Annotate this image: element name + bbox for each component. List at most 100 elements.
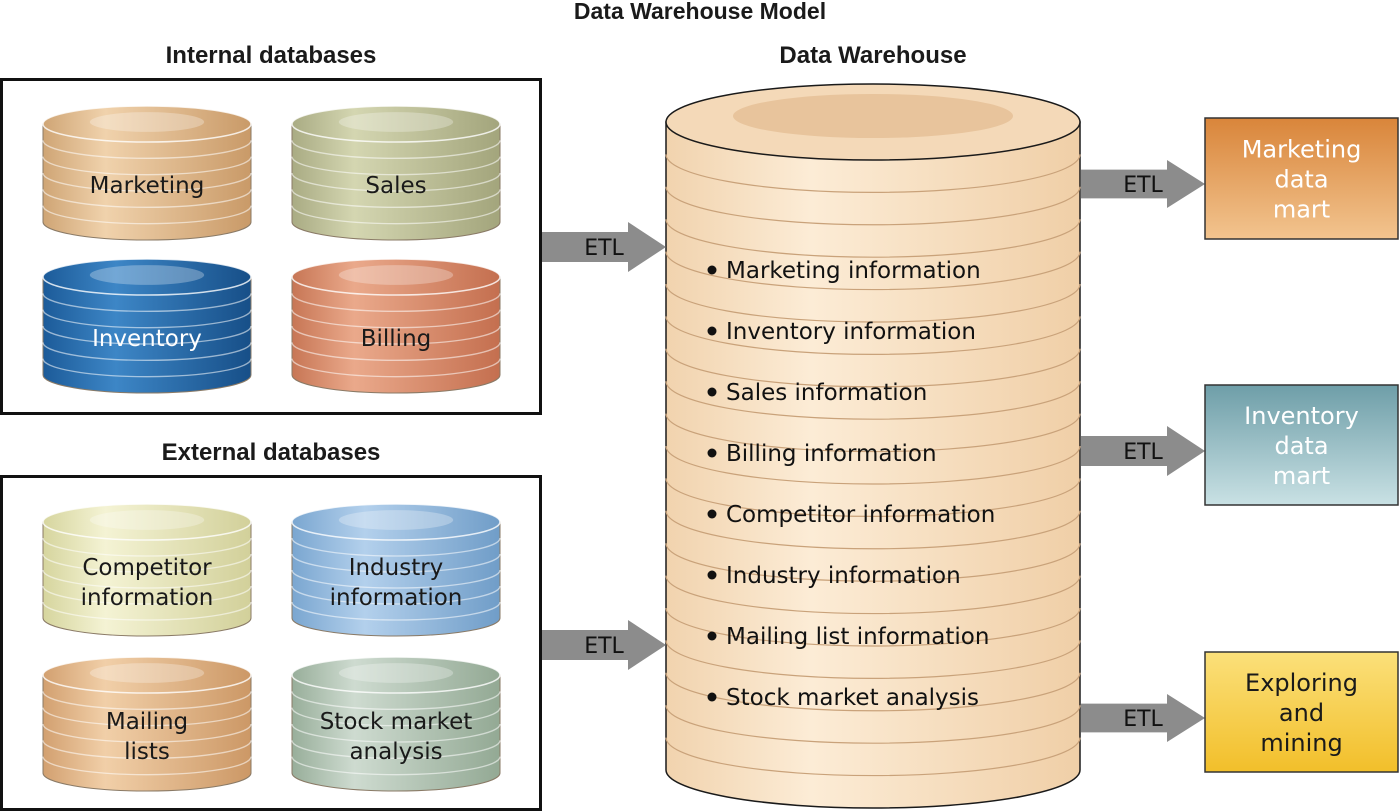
cylinder-band xyxy=(291,189,501,208)
data-mart-label: and xyxy=(1279,699,1324,727)
warehouse-band xyxy=(665,543,1081,582)
cylinder-band xyxy=(42,585,252,605)
database-competitor: Competitor information xyxy=(42,503,252,637)
data-mart-label: Marketing xyxy=(1242,136,1362,164)
cylinder-band xyxy=(42,140,252,159)
cylinder-band xyxy=(42,707,252,727)
database-label: Marketing xyxy=(90,173,205,199)
cylinder-band xyxy=(42,358,252,378)
database-label: Stock market xyxy=(320,709,473,735)
database-label: Sales xyxy=(365,173,426,199)
bullet xyxy=(707,265,717,275)
etl-label: ETL xyxy=(1123,440,1163,465)
diagram-title: Data Warehouse Model xyxy=(574,0,826,24)
warehouse-band xyxy=(665,219,1081,258)
warehouse-band xyxy=(665,672,1081,712)
warehouse-item: Inventory information xyxy=(726,319,976,345)
warehouse-band xyxy=(665,186,1081,226)
cylinder-band xyxy=(291,553,501,573)
warehouse-band xyxy=(665,705,1081,744)
cylinder-band xyxy=(42,601,252,621)
warehouse-top-highlight xyxy=(733,94,1013,138)
warehouse-band xyxy=(665,283,1081,323)
database-stock: Stock market analysis xyxy=(291,656,501,792)
cylinder-band xyxy=(291,707,501,727)
cylinder-band xyxy=(291,756,501,776)
etl-label: ETL xyxy=(584,634,624,659)
data-mart-label: mart xyxy=(1273,196,1330,224)
warehouse-item: Industry information xyxy=(726,563,961,589)
cylinder-body xyxy=(291,521,501,637)
cylinder-band xyxy=(291,740,501,759)
warehouse-body xyxy=(665,121,1081,809)
warehouse-band xyxy=(665,575,1081,615)
data-warehouse-title: Data Warehouse xyxy=(779,42,966,69)
cylinder-body xyxy=(42,521,252,637)
database-label: analysis xyxy=(349,739,442,765)
cylinder-band xyxy=(42,756,252,776)
cylinder-top xyxy=(42,656,252,694)
warehouse-item: Billing information xyxy=(726,441,937,467)
cylinder-band xyxy=(42,325,252,345)
internal-databases-title: Internal databases xyxy=(166,42,377,69)
cylinder-band xyxy=(291,156,501,176)
cylinder-top xyxy=(291,503,501,541)
cylinder-top-highlight xyxy=(89,112,205,132)
cylinder-body xyxy=(291,276,501,394)
data-mart-label: mart xyxy=(1273,462,1330,490)
etl-arrow-shape xyxy=(1081,160,1205,208)
database-label: Competitor xyxy=(82,555,212,581)
data-marts: MarketingdatamartInventorydatamartExplor… xyxy=(1204,117,1399,773)
data-mart-label: mining xyxy=(1260,729,1342,757)
cylinder-band xyxy=(291,585,501,605)
cylinder-band xyxy=(291,342,501,361)
cylinder-top xyxy=(291,258,501,296)
etl-arrow-shape xyxy=(1081,426,1205,476)
cylinder-band xyxy=(42,189,252,208)
cylinder-top-highlight xyxy=(338,510,454,530)
cylinder-band xyxy=(291,325,501,345)
cylinder-band xyxy=(42,691,252,710)
warehouse-item: Marketing information xyxy=(726,258,981,284)
cylinder-band xyxy=(291,293,501,312)
external-databases-frame xyxy=(0,475,542,811)
cylinder-top xyxy=(291,656,501,694)
cylinder-band xyxy=(42,723,252,743)
cylinder-band xyxy=(291,205,501,225)
etl-arrow-shape xyxy=(1081,694,1205,742)
bullet xyxy=(707,692,717,702)
data-mart-box xyxy=(1204,117,1399,240)
warehouse-band xyxy=(665,607,1081,647)
bullet xyxy=(707,509,717,519)
database-label: information xyxy=(81,585,214,611)
etl-arrow-shape xyxy=(542,222,666,272)
database-billing: Billing xyxy=(291,258,501,394)
cylinder-top-highlight xyxy=(338,265,454,285)
etl-arrow-shape xyxy=(542,620,666,670)
cylinder-top xyxy=(291,105,501,143)
data-mart-label: data xyxy=(1274,432,1328,460)
cylinder-top-highlight xyxy=(338,663,454,683)
warehouse-band xyxy=(665,640,1081,679)
cylinder-body xyxy=(291,123,501,241)
cylinder-band xyxy=(42,293,252,312)
etl-arrow: ETL xyxy=(1081,160,1205,208)
data-mart-label: Exploring xyxy=(1245,669,1358,697)
cylinder-band xyxy=(42,342,252,361)
cylinder-top-highlight xyxy=(89,510,205,530)
bullet xyxy=(707,387,717,397)
warehouse-band xyxy=(665,445,1081,485)
data-mart-label: Inventory xyxy=(1244,402,1359,430)
warehouse-item: Sales information xyxy=(726,380,927,406)
etl-arrow: ETL xyxy=(1081,426,1205,476)
cylinder-band xyxy=(42,309,252,329)
etl-label: ETL xyxy=(1123,707,1163,732)
cylinder-body xyxy=(42,276,252,394)
cylinder-band xyxy=(42,156,252,176)
